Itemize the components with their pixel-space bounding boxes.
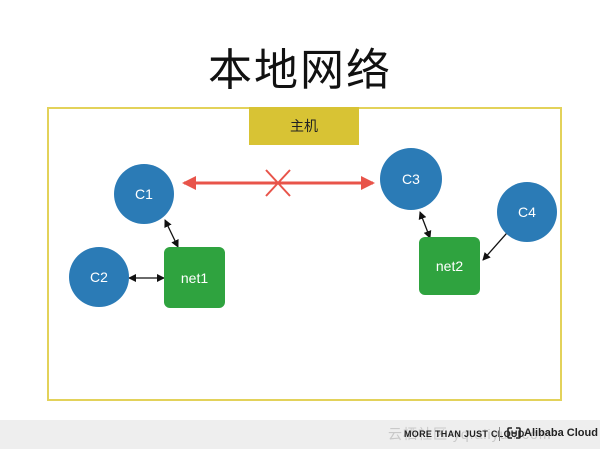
network-node-net2: net2 xyxy=(419,237,480,295)
footer-divider xyxy=(499,427,500,441)
footer-tagline: MORE THAN JUST CLOUD xyxy=(404,429,525,439)
footer-bar: 云栖社区 yq.aliyun.com MORE THAN JUST CLOUD … xyxy=(0,420,600,449)
footer-brand: Alibaba Cloud xyxy=(524,427,598,439)
container-node-c2: C2 xyxy=(69,247,129,307)
container-node-c3: C3 xyxy=(380,148,442,210)
node-label-c1: C1 xyxy=(135,186,153,202)
network-node-net1: net1 xyxy=(164,247,225,308)
container-node-c1: C1 xyxy=(114,164,174,224)
container-node-c4: C4 xyxy=(497,182,557,242)
node-label-c4: C4 xyxy=(518,204,536,220)
blocked-cross-icon xyxy=(265,169,291,197)
node-label-c2: C2 xyxy=(90,269,108,285)
alibaba-cloud-logo-icon xyxy=(507,427,521,439)
node-label-c3: C3 xyxy=(402,171,420,187)
network-label-net2: net2 xyxy=(435,258,464,274)
link-c3-net2 xyxy=(418,211,432,239)
network-label-net1: net1 xyxy=(180,269,209,286)
link-c1-net1 xyxy=(164,219,179,248)
slide-title: 本地网络 xyxy=(208,45,392,96)
host-label: 主机 xyxy=(249,107,359,145)
